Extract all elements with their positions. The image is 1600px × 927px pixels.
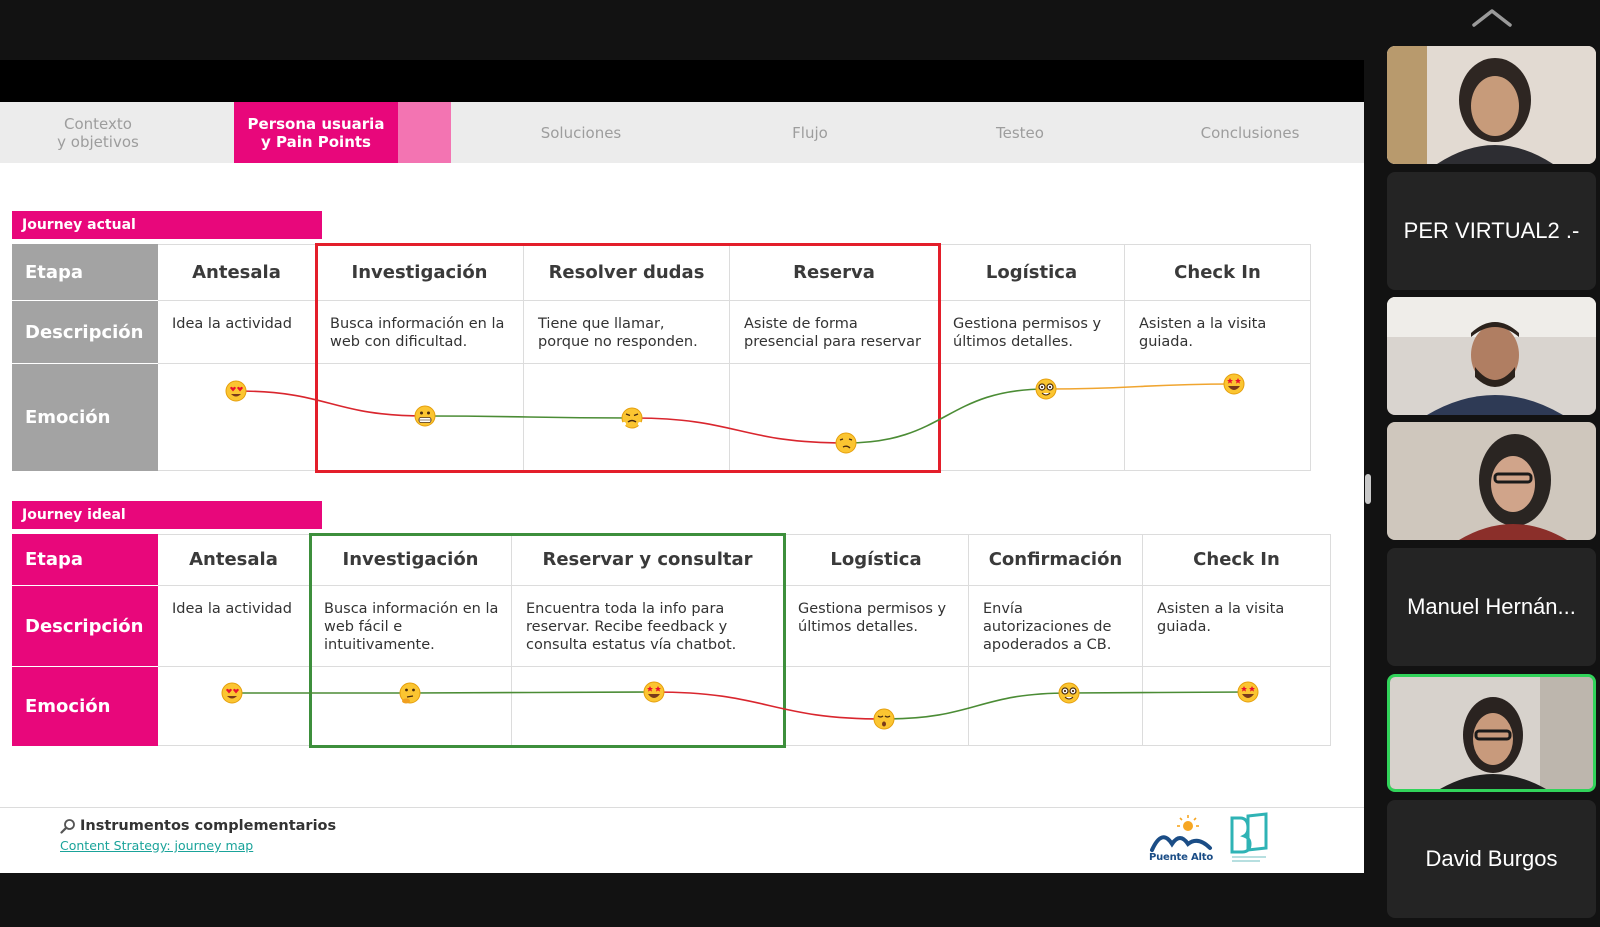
row-header-descripcion: Descripción — [12, 586, 158, 666]
stage-name-cell: Logística — [784, 534, 969, 586]
biblioteca-logo — [1230, 812, 1268, 862]
person-video-placeholder — [1387, 46, 1596, 164]
row-header-etapa: Etapa — [12, 534, 158, 585]
star-eyes-face-icon — [1237, 681, 1259, 703]
stage-description-cell: Gestiona permisos y últimos detalles. — [939, 301, 1125, 364]
stage-description-cell: Envía autorizaciones de apoderados a CB. — [969, 586, 1143, 667]
participant-tile[interactable]: David Burgos — [1387, 800, 1596, 918]
row-header-etapa: Etapa — [12, 244, 158, 300]
journey-actual-label: Journey actual — [12, 211, 322, 239]
stage-name-cell: Check In — [1125, 244, 1311, 301]
stage-emotion-cell — [939, 364, 1125, 471]
tab-soluciones[interactable]: Soluciones — [540, 123, 622, 142]
person-video-placeholder — [1387, 422, 1596, 540]
stage-description-cell: Encuentra toda la info para reservar. Re… — [512, 586, 784, 667]
tab-contexto[interactable]: Contexto y objetivos — [57, 114, 139, 151]
relieved-face-icon — [873, 708, 895, 730]
participant-video-3[interactable] — [1387, 422, 1596, 540]
steam-face-icon — [621, 407, 643, 429]
star-eyes-face-icon — [1223, 373, 1245, 395]
stage-emotion-cell — [1125, 364, 1311, 471]
stage-emotion-cell — [1143, 667, 1331, 746]
emotion-curve-segment — [424, 415, 633, 419]
stage-name-cell: Investigación — [310, 534, 512, 586]
stage-emotion-cell — [784, 667, 969, 746]
journey-map-link[interactable]: Content Strategy: journey map — [60, 838, 254, 853]
presentation-slide: Contexto y objetivos Persona usuaria y P… — [0, 102, 1364, 873]
footer-title-text: Instrumentos complementarios — [80, 818, 337, 834]
stage-description-cell: Asisten a la visita guiada. — [1143, 586, 1331, 667]
stage-description-cell: Busca información en la web fácil e intu… — [310, 586, 512, 667]
scroll-handle[interactable] — [1365, 474, 1371, 504]
row-header-emocion: Emoción — [12, 667, 158, 746]
emotion-curve-segment — [631, 417, 847, 444]
emotion-curve-segment — [883, 692, 1070, 720]
participant-video-2[interactable] — [1387, 297, 1596, 415]
person-video-placeholder — [1387, 297, 1596, 415]
emotion-curve-segment — [653, 691, 885, 720]
chevron-up-icon[interactable] — [1470, 6, 1514, 28]
active-tab-accent — [398, 102, 451, 163]
stage-name-cell: Investigación — [316, 244, 524, 301]
emotion-curve-segment — [409, 691, 655, 694]
magnifier-icon — [60, 819, 75, 834]
footer-divider — [0, 807, 1364, 808]
star-eyes-face-icon — [643, 681, 665, 703]
participant-video-active-speaker[interactable] — [1387, 674, 1596, 792]
nerd-face-icon — [1035, 378, 1057, 400]
stage-description-cell: Asiste de forma presencial para reservar — [730, 301, 939, 364]
emotion-curve-segment — [845, 388, 1047, 444]
emotion-curve-segment — [1068, 691, 1249, 694]
stage-description-cell: Busca información en la web con dificult… — [316, 301, 524, 364]
stage-emotion-cell — [969, 667, 1143, 746]
stage-description-cell: Gestiona permisos y últimos detalles. — [784, 586, 969, 667]
slide-nav-tabs: Contexto y objetivos Persona usuaria y P… — [0, 102, 1364, 163]
stage-name-cell: Confirmación — [969, 534, 1143, 586]
tab-flujo[interactable]: Flujo — [792, 123, 828, 142]
thinking-face-icon — [399, 682, 421, 704]
heart-eyes-face-icon — [221, 682, 243, 704]
tab-persona-usuaria[interactable]: Persona usuaria y Pain Points — [234, 102, 398, 163]
stage-name-cell: Resolver dudas — [524, 244, 730, 301]
stage-name-cell: Logística — [939, 244, 1125, 301]
footer-title: Instrumentos complementarios — [60, 818, 336, 834]
row-header-descripcion: Descripción — [12, 301, 158, 363]
person-video-placeholder — [1390, 677, 1593, 789]
shared-screen: Contexto y objetivos Persona usuaria y P… — [0, 60, 1364, 873]
grimacing-face-icon — [414, 405, 436, 427]
stage-description-cell: Asisten a la visita guiada. — [1125, 301, 1311, 364]
emotion-curve — [221, 681, 1259, 730]
emotion-curve-segment — [235, 390, 426, 417]
tab-conclusiones[interactable]: Conclusiones — [1200, 123, 1300, 142]
puente-alto-logo — [1150, 815, 1212, 852]
participant-tile[interactable]: PER VIRTUAL2 .- — [1387, 172, 1596, 290]
tired-face-icon — [835, 432, 857, 454]
emotion-curve — [225, 373, 1245, 454]
logo-text: Puente Alto — [1148, 852, 1213, 863]
tab-testeo[interactable]: Testeo — [996, 123, 1044, 142]
journey-ideal-label: Journey ideal — [12, 501, 322, 529]
row-header-emocion: Emoción — [12, 364, 158, 471]
participant-video-1[interactable] — [1387, 46, 1596, 164]
participant-tile[interactable]: Manuel Hernán... — [1387, 548, 1596, 666]
stage-description-cell: Tiene que llamar, porque no responden. — [524, 301, 730, 364]
nerd-face-icon — [1058, 682, 1080, 704]
heart-eyes-face-icon — [225, 380, 247, 402]
stage-name-cell: Check In — [1143, 534, 1331, 586]
emotion-curve-segment — [1045, 383, 1235, 390]
